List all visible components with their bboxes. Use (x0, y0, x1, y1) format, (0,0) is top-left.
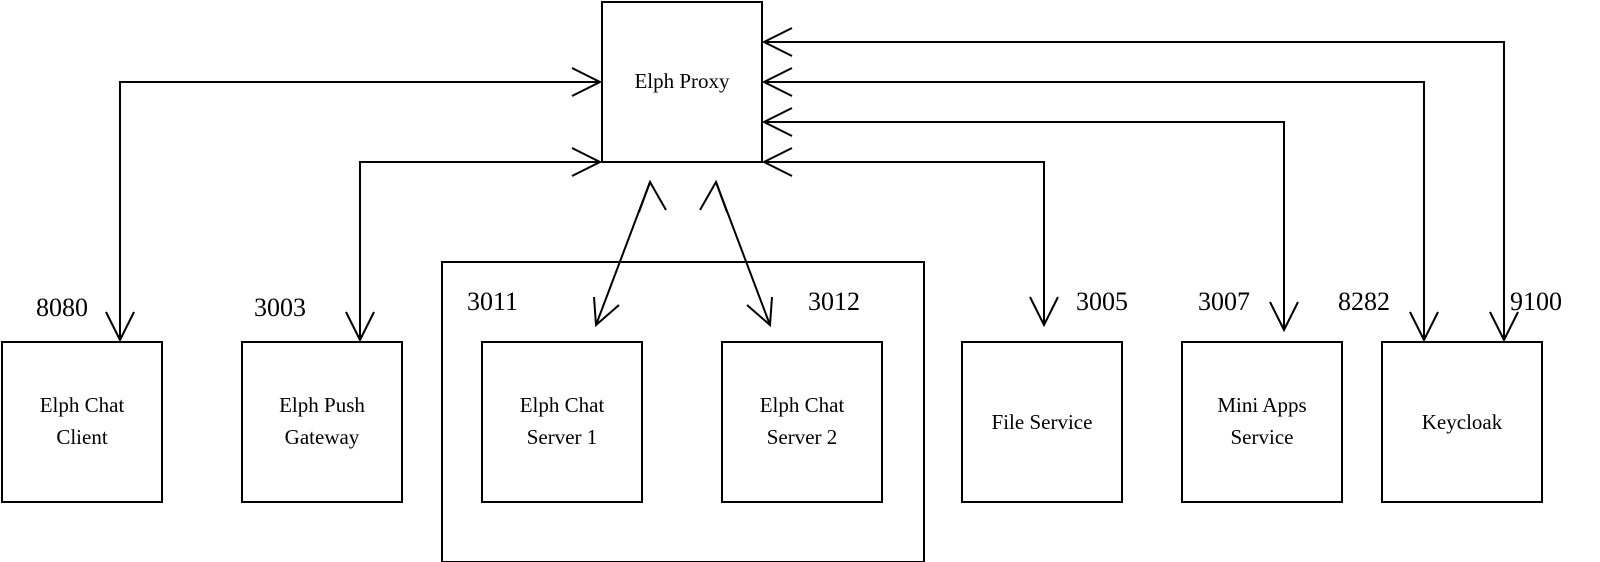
chat-client-label-line2: Client (56, 425, 107, 449)
chat-server-group (441, 261, 925, 562)
push-gateway-label-line1: Elph Push (279, 393, 365, 417)
chat-server-1-label-line1: Elph Chat (520, 393, 605, 417)
arrowhead-proxy-from-keycloak-alt (761, 27, 793, 57)
connector-file-service (764, 161, 1045, 325)
push-gateway-label-line2: Gateway (285, 425, 360, 449)
connector-mini-apps (764, 121, 1285, 330)
connector-keycloak (764, 81, 1425, 340)
arrowhead-mini-apps (1269, 301, 1299, 333)
chat-server-2-label-line1: Elph Chat (760, 393, 845, 417)
proxy-label: Elph Proxy (634, 69, 730, 93)
chat-server-1-box (481, 341, 643, 503)
arrowhead-server-1 (593, 296, 620, 328)
arrowhead-proxy-from-client (571, 67, 603, 97)
arrowhead-proxy-from-file (761, 147, 793, 177)
chat-server-1-label-line2: Server 1 (527, 425, 598, 449)
arrowhead-proxy-from-server-1 (638, 179, 667, 213)
port-label-chat-server-2: 3012 (808, 287, 860, 316)
mini-apps-label-line1: Mini Apps (1217, 393, 1306, 417)
file-service-box (961, 341, 1123, 503)
arrowhead-file-service (1029, 296, 1059, 328)
arrowhead-keycloak-alt (1489, 311, 1519, 343)
push-gateway-box (241, 341, 403, 503)
connector-chat-client (119, 81, 600, 340)
proxy-box (601, 1, 763, 163)
arrowhead-proxy-from-server-2 (699, 179, 728, 213)
connector-keycloak-alt (764, 41, 1505, 340)
chat-server-2-label-line2: Server 2 (767, 425, 838, 449)
port-label-chat-client: 8080 (36, 293, 88, 322)
arrowhead-chat-client (105, 311, 135, 343)
file-service-label: File Service (992, 410, 1093, 434)
connector-push-gateway (359, 161, 600, 340)
chat-client-box (1, 341, 163, 503)
port-label-keycloak: 8282 (1338, 287, 1390, 316)
arrowhead-proxy-from-push (571, 147, 603, 177)
mini-apps-label-line2: Service (1231, 425, 1294, 449)
arrowhead-proxy-from-mini (761, 107, 793, 137)
port-label-file-service: 3005 (1076, 287, 1128, 316)
port-label-keycloak-alt: 9100 (1510, 287, 1562, 316)
port-label-mini-apps: 3007 (1198, 287, 1250, 316)
arrowhead-keycloak (1409, 311, 1439, 343)
chat-client-label-line1: Elph Chat (40, 393, 125, 417)
mini-apps-box (1181, 341, 1343, 503)
keycloak-label: Keycloak (1422, 410, 1503, 434)
keycloak-box (1381, 341, 1543, 503)
arrowhead-proxy-from-keycloak (761, 67, 793, 97)
port-label-push-gateway: 3003 (254, 293, 306, 322)
arrowhead-push-gateway (345, 311, 375, 343)
port-label-chat-server-1: 3011 (467, 287, 518, 316)
chat-server-2-box (721, 341, 883, 503)
arrowhead-server-2 (746, 296, 773, 328)
